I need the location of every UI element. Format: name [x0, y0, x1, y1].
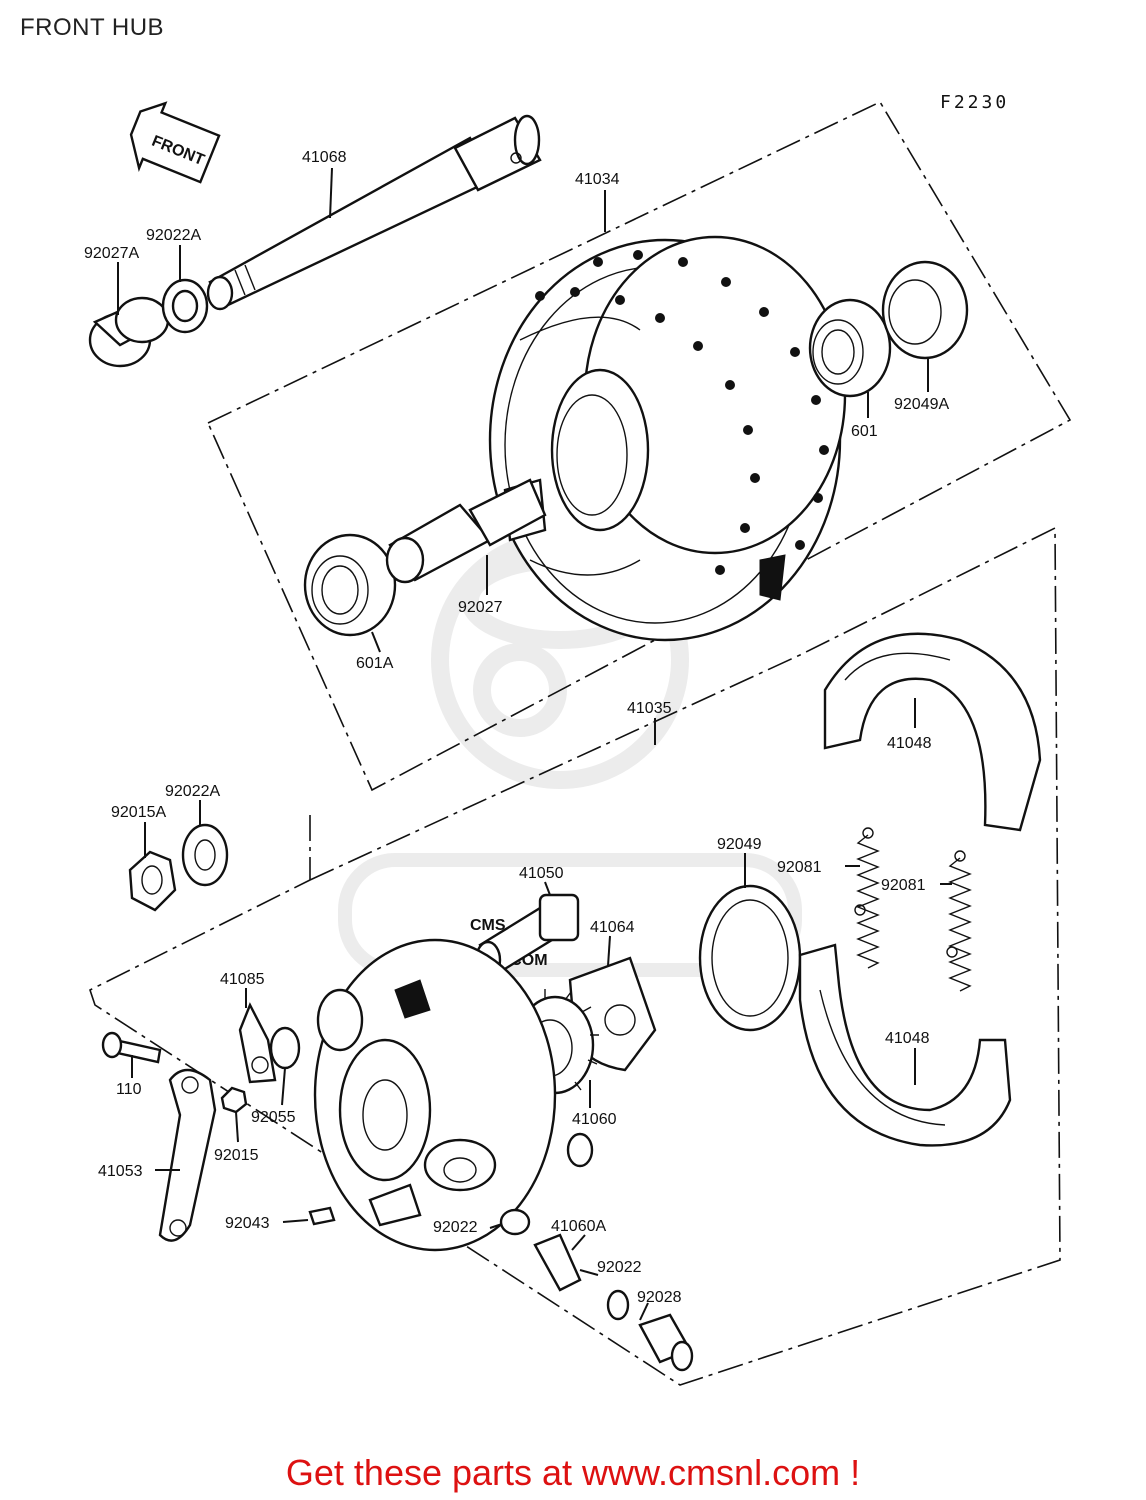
axle-collar: [88, 296, 170, 368]
footer-promo-link[interactable]: Get these parts at www.cmsnl.com !: [285, 1452, 861, 1493]
part-label-601: 601: [851, 423, 878, 440]
nut-washer: [181, 823, 229, 887]
part-label-92015A: 92015A: [111, 804, 166, 821]
brake-shoe-upper: [823, 632, 1042, 832]
part-labels: 41068 41034 92022A 92027A 601 92049A 920…: [84, 149, 949, 1306]
hub-distance-collar: [385, 478, 547, 584]
brake-indicator: [238, 1002, 277, 1084]
brake-cam-lever: [158, 1068, 217, 1242]
hub-assembly-boundary: [206, 100, 1072, 792]
cam-pin: [308, 1206, 336, 1226]
front-direction-arrow: FRONT: [129, 101, 221, 184]
part-label-92049A: 92049A: [894, 396, 949, 413]
part-label-110: 110: [116, 1081, 142, 1098]
o-ring: [269, 1026, 301, 1070]
leader-lines: [117, 167, 952, 1321]
hub-oil-seal: [881, 260, 969, 360]
part-label-92022A-nut-washer: 92022A: [165, 783, 220, 800]
page-title: FRONT HUB: [20, 14, 165, 41]
part-label-92022A: 92022A: [146, 227, 201, 244]
part-label-92081-a: 92081: [777, 859, 822, 876]
part-label-41064: 41064: [590, 919, 635, 936]
brake-panel-assembly-boundary: [89, 526, 1061, 1386]
pinion-bushing: [638, 1313, 694, 1372]
part-label-92022-panel: 92022: [433, 1219, 478, 1236]
part-label-41068: 41068: [302, 149, 347, 166]
part-label-41034: 41034: [575, 171, 620, 188]
hub-bearing-left: [303, 533, 397, 637]
part-label-92027A: 92027A: [84, 245, 139, 262]
front-axle: [206, 114, 542, 311]
axle-nut: [128, 850, 177, 912]
front-hub: [488, 235, 847, 642]
pinion-washer: [606, 1289, 630, 1321]
part-label-92015: 92015: [214, 1147, 259, 1164]
part-label-41050: 41050: [519, 865, 564, 882]
hub-bearing-right: [808, 298, 892, 398]
part-label-41048-lower: 41048: [885, 1030, 930, 1047]
brake-spring-a: [854, 827, 880, 969]
brake-panel-seal: [698, 884, 802, 1032]
exploded-parts-diagram: CMS WWW.CMSNL.COM FRONT: [84, 100, 1072, 1386]
brake-panel: [313, 938, 594, 1252]
part-label-601A: 601A: [356, 655, 394, 672]
part-label-92055: 92055: [251, 1109, 296, 1126]
brake-spring-b: [946, 850, 972, 992]
figure-code: F2230: [940, 92, 1010, 113]
part-label-92027: 92027: [458, 599, 503, 616]
part-label-92043: 92043: [225, 1215, 270, 1232]
part-label-41035: 41035: [627, 700, 672, 717]
lever-bolt: [101, 1031, 162, 1064]
part-label-92081-b: 92081: [881, 877, 926, 894]
part-label-41085: 41085: [220, 971, 265, 988]
part-label-41048-upper: 41048: [887, 735, 932, 752]
part-label-41053: 41053: [98, 1163, 143, 1180]
part-label-92022-pinion: 92022: [597, 1259, 642, 1276]
part-label-41060A: 41060A: [551, 1218, 606, 1235]
part-label-92028: 92028: [637, 1289, 682, 1306]
speedometer-pinion: [533, 1233, 582, 1292]
brake-shoe-lower: [798, 943, 1012, 1147]
watermark-brand: CMS: [470, 917, 506, 934]
part-label-41060: 41060: [572, 1111, 617, 1128]
axle-washer: [161, 278, 209, 334]
part-label-92049: 92049: [717, 836, 762, 853]
lever-nut: [220, 1086, 248, 1114]
